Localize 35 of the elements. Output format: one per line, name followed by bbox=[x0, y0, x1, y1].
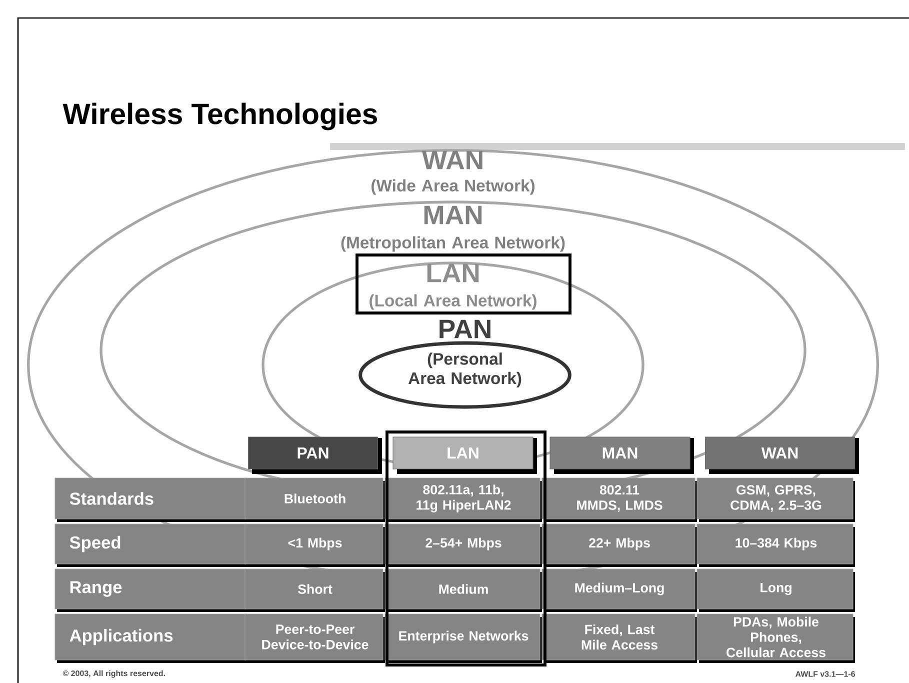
column-header: WAN bbox=[705, 436, 859, 474]
row-header: Speed bbox=[54, 524, 248, 567]
table-cell: PDAs, Mobile Phones, Cellular Access bbox=[696, 614, 855, 663]
table-cell: Long bbox=[696, 568, 855, 612]
slide-number: AWLF v3.1—1-6 bbox=[796, 671, 855, 677]
table-cell: 2–54+ Mbps bbox=[384, 524, 542, 567]
table-cell: GSM, GPRS, CDMA, 2.5–3G bbox=[696, 478, 855, 522]
table-cell: 10–384 Kbps bbox=[696, 524, 855, 567]
diagram-title: Wireless Technologies bbox=[62, 102, 377, 130]
row-header: Range bbox=[54, 568, 248, 612]
row-header: Applications bbox=[54, 614, 248, 663]
table-cell: Peer-to-Peer Device-to-Device bbox=[244, 614, 385, 663]
table-cell: Medium bbox=[384, 568, 542, 612]
table-cell: Medium–Long bbox=[542, 568, 697, 612]
row-header: Standards bbox=[54, 478, 248, 522]
table-cell: 22+ Mbps bbox=[542, 524, 697, 567]
table-cell: Fixed, Last Mile Access bbox=[542, 614, 697, 663]
network-label: PAN bbox=[440, 320, 490, 338]
table-cell: Bluetooth bbox=[244, 478, 385, 522]
column-header: MAN bbox=[550, 436, 694, 474]
table-cell: 802.11a, 11b, 11g HiperLAN2 bbox=[384, 478, 542, 522]
column-header: LAN bbox=[392, 436, 537, 474]
network-label: (Local Area Network) bbox=[370, 294, 536, 310]
table-cell: Enterprise Networks bbox=[384, 614, 542, 663]
table-cell: <1 Mbps bbox=[244, 524, 385, 567]
network-label: (Personal Area Network) bbox=[408, 352, 522, 388]
table-cell: 802.11 MMDS, LMDS bbox=[542, 478, 697, 522]
network-label: (Metropolitan Area Network) bbox=[341, 236, 565, 252]
copyright-note: © 2003, All rights reserved. bbox=[62, 670, 165, 678]
column-header: PAN bbox=[248, 436, 382, 474]
network-label: MAN bbox=[424, 206, 482, 224]
network-label: LAN bbox=[427, 264, 479, 282]
table-cell: Short bbox=[244, 568, 385, 612]
network-label: (Wide Area Network) bbox=[372, 179, 534, 195]
network-label: WAN bbox=[422, 150, 482, 170]
